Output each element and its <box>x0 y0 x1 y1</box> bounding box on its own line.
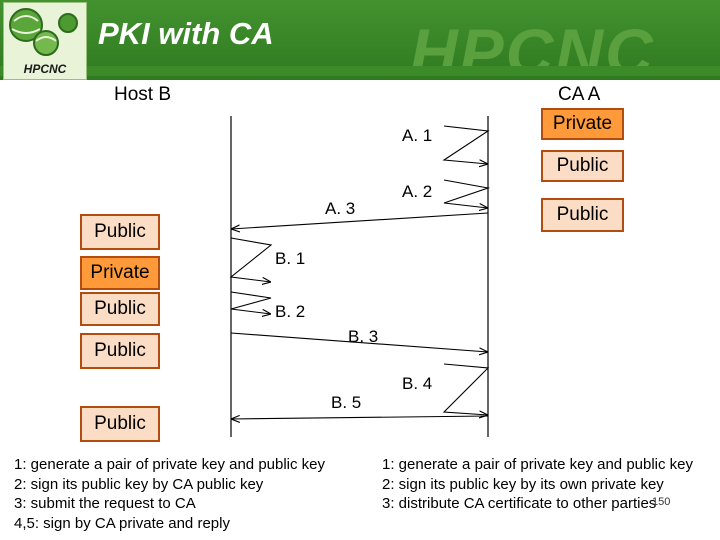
page-number: 150 <box>652 496 671 508</box>
host-b-label: Host B <box>114 84 172 105</box>
note-line: 3: distribute CA certificate to other pa… <box>382 495 657 512</box>
self-loop-a1 <box>442 125 490 164</box>
ca-public-key-copy: Public <box>541 198 624 232</box>
step-b2-label: B. 2 <box>275 302 306 321</box>
ca-notes: 1: generate a pair of private key and pu… <box>382 455 693 514</box>
logo-label: HPCNC <box>23 62 67 76</box>
step-b4-label: B. 4 <box>402 374 433 393</box>
self-loop-b1 <box>229 237 273 282</box>
step-b5-label: B. 5 <box>331 393 362 412</box>
slide-title: PKI with CA <box>98 16 274 51</box>
globe-icon <box>9 8 78 56</box>
host-b-notes: 1: generate a pair of private key and pu… <box>14 455 325 533</box>
host-b-public-key-received: Public <box>80 214 160 250</box>
host-b-certificate: Public <box>80 406 160 442</box>
title-bar: HPCNC HPCNC PKI with CA <box>0 0 720 89</box>
host-b-signed-public-key: Public <box>80 333 160 369</box>
step-b1-label: B. 1 <box>275 249 306 268</box>
hpcnc-logo: HPCNC <box>3 2 87 80</box>
arrow-b5 <box>231 416 489 419</box>
note-line: 2: sign its public key by CA public key <box>14 475 264 493</box>
ca-a-label: CA A <box>558 84 601 105</box>
arrow-b3 <box>230 332 488 352</box>
step-b3-label: B. 3 <box>348 327 379 346</box>
watermark-text: HPCNC <box>410 15 655 89</box>
ca-public-key: Public <box>541 150 624 182</box>
ca-private-key: Private <box>541 108 624 140</box>
note-line: 3: submit the request to CA <box>14 495 196 512</box>
self-loop-b2 <box>230 291 271 314</box>
title-bar-band <box>0 66 720 76</box>
step-a1-label: A. 1 <box>402 126 433 145</box>
host-b-private-key: Private <box>80 256 160 290</box>
host-b-public-key: Public <box>80 292 160 326</box>
note-line: 4,5: sign by CA private and reply <box>14 514 230 532</box>
arrow-a3 <box>231 212 489 229</box>
step-a2-label: A. 2 <box>402 182 433 201</box>
step-a3-label: A. 3 <box>325 199 356 218</box>
self-loop-a2 <box>443 179 491 208</box>
self-loop-b4 <box>442 363 490 415</box>
note-line: 2: sign its public key by its own privat… <box>382 475 664 493</box>
note-line: 1: generate a pair of private key and pu… <box>14 456 326 473</box>
note-line: 1: generate a pair of private key and pu… <box>382 456 694 473</box>
